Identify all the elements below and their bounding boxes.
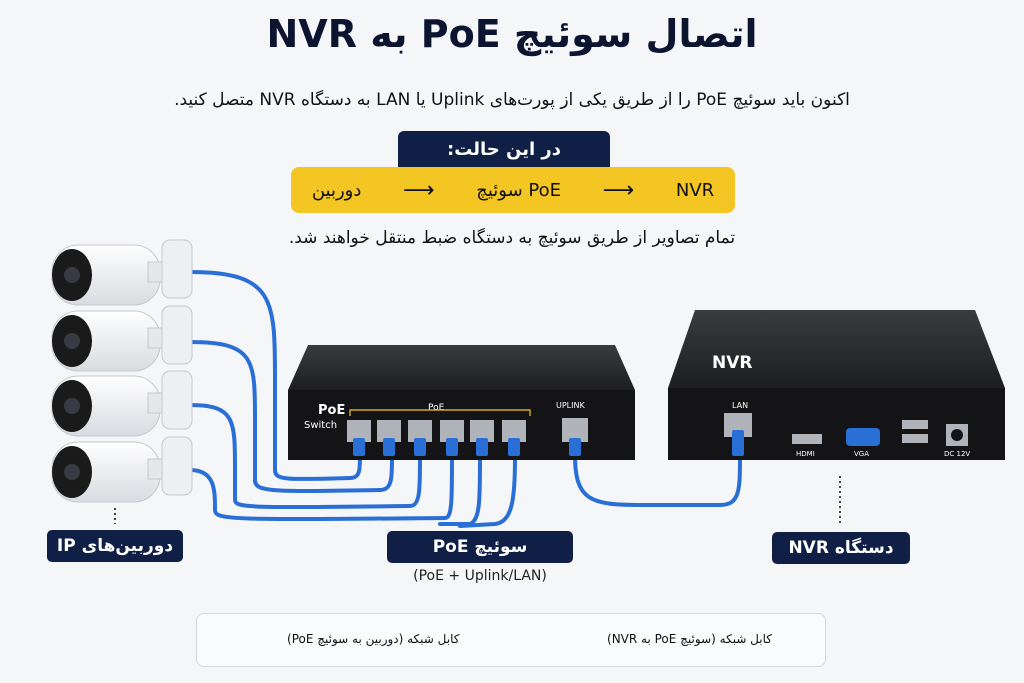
nvr-hdmi-label: HDMI — [796, 450, 815, 458]
switch-sublabel: (PoE + Uplink/LAN) — [413, 568, 547, 584]
legend-nvr-cable-text: کابل شبکه (سوئیچ PoE به NVR) — [607, 632, 772, 646]
flow-item-switch: سوئیچ PoE — [476, 179, 562, 201]
switch-brand-line1: PoE — [318, 403, 345, 418]
camera-cable-2 — [188, 340, 394, 493]
legend: کابل شبکه (دوربین به سوئیچ PoE) کابل شبک… — [196, 613, 826, 667]
legend-camera-cable-text: کابل شبکه (دوربین به سوئیچ PoE) — [287, 632, 460, 646]
camera-cable-1 — [188, 270, 362, 482]
nvr-device: NVR LAN HDMI VGA DC 12V — [668, 310, 1005, 460]
flow-bar: دوربین ⟶ سوئیچ PoE ⟶ NVR — [291, 167, 735, 213]
page-title: اتصال سوئیچ PoE به NVR — [266, 12, 758, 56]
subtitle: اکنون باید سوئیچ PoE را از طریق یکی از پ… — [174, 90, 850, 110]
camera-cables — [188, 270, 517, 528]
uplink-port-label: UPLINK — [556, 401, 585, 410]
camera-1 — [51, 239, 193, 306]
nvr-lan-label: LAN — [732, 401, 748, 410]
legend-nvr-cable: کابل شبکه (سوئیچ PoE به NVR) — [607, 632, 772, 646]
flow-item-camera: دوربین — [311, 179, 362, 201]
flow-arrow-icon: ⟶ — [602, 177, 635, 203]
nvr-power-label: DC 12V — [944, 450, 970, 458]
camera-2 — [51, 305, 193, 372]
camera-cable-4 — [188, 456, 454, 522]
nvr-name: NVR — [712, 353, 752, 373]
nvr-label: دستگاه NVR — [772, 532, 910, 564]
legend-camera-cable: کابل شبکه (دوربین به سوئیچ PoE) — [287, 632, 459, 646]
switch-ports — [347, 418, 588, 442]
switch-brand-line2: Switch — [304, 420, 337, 431]
camera-cable-6 — [458, 456, 517, 528]
poe-switch: PoE Switch PoE UPLINK — [288, 345, 635, 460]
camera-4 — [51, 436, 193, 503]
switch-plugs — [353, 438, 581, 456]
flow-arrow-icon: ⟶ — [403, 177, 435, 203]
switch-label: سوئیچ PoE — [387, 531, 573, 563]
camera-cable-5 — [438, 456, 482, 526]
uplink-cable — [573, 454, 742, 507]
cameras-label: دوربین‌های IP — [47, 530, 183, 562]
poe-port-group-label: PoE — [428, 403, 445, 413]
state-badge: در این حالت: — [398, 131, 610, 167]
footnote: تمام تصاویر از طریق سوئیچ به دستگاه ضبط … — [288, 228, 736, 248]
camera-3 — [51, 370, 193, 437]
flow-item-nvr: NVR — [675, 179, 715, 201]
camera-cable-3 — [188, 403, 422, 510]
nvr-vga-label: VGA — [854, 450, 869, 458]
